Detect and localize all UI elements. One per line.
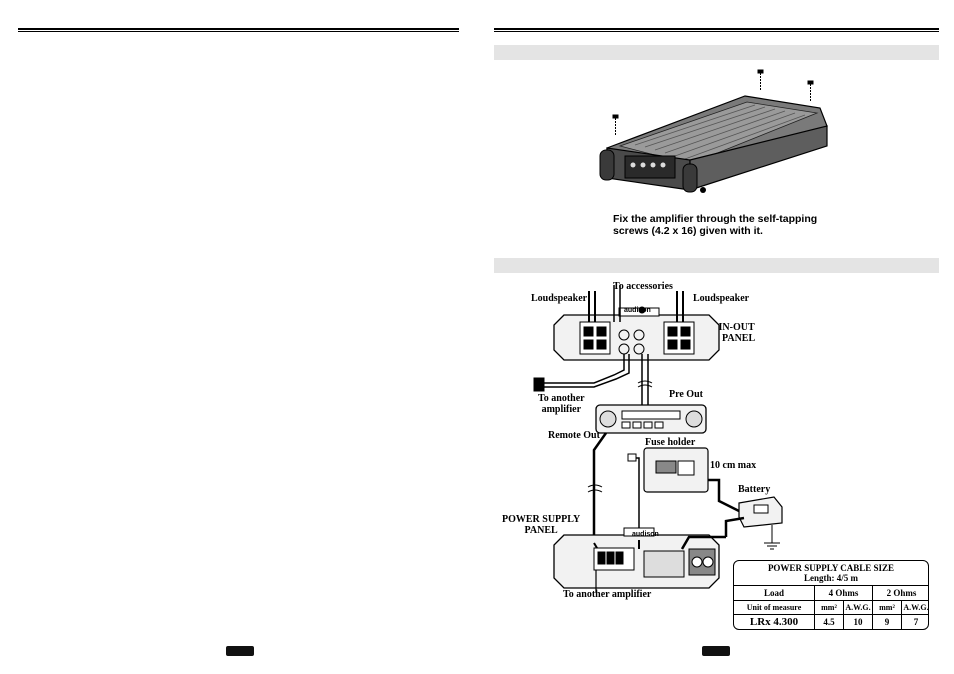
label-fuse-distance: 10 cm max [710, 460, 757, 471]
label-loudspeaker-right: Loudspeaker [693, 293, 750, 304]
table-row: Load 4 Ohms 2 Ohms [734, 585, 928, 600]
install-caption-line1: Fix the amplifier through the self-tappi… [613, 213, 818, 225]
table-title: POWER SUPPLY CABLE SIZE Length: 4/5 m [767, 563, 895, 583]
install-caption-line2: screws (4.2 x 16) given with it. [613, 225, 763, 237]
table-model: LRx 4.300 [749, 616, 799, 628]
wiring-diagram [533, 285, 783, 593]
table-unit-awg-4: A.W.G. [843, 601, 872, 614]
table-unit-label: Unit of measure [746, 603, 802, 612]
label-loudspeaker-left: Loudspeaker [531, 293, 588, 304]
label-fuse-holder: Fuse holder [645, 437, 696, 448]
table-val-awg-2: 7 [901, 615, 928, 629]
left-page-tab [226, 646, 254, 656]
install-caption: Fix the amplifier through the self-tappi… [613, 213, 817, 237]
table-unit-mm-4: mm² [814, 601, 843, 614]
label-remote-out: Remote Out [548, 430, 600, 441]
label-pre-out: Pre Out [669, 389, 703, 400]
right-page-tab [702, 646, 730, 656]
label-power-supply-panel: POWER SUPPLY PANEL [502, 514, 581, 536]
table-unit-awg-2: A.W.G. [901, 601, 928, 614]
table-header-load: Load [763, 588, 784, 598]
power-supply-cable-table: POWER SUPPLY CABLE SIZE Length: 4/5 m Lo… [733, 560, 929, 630]
label-to-another-amplifier-bottom: To another amplifier [563, 589, 652, 600]
amplifier-install-illustration [599, 69, 828, 193]
table-row: LRx 4.300 4.5 10 9 7 [734, 614, 928, 629]
section-bar-connections [494, 258, 939, 273]
table-val-awg-4: 10 [843, 615, 872, 629]
label-to-accessories: To accessories [613, 281, 673, 292]
right-top-rule [494, 28, 939, 32]
table-unit-mm-2: mm² [872, 601, 901, 614]
section-bar-installation [494, 45, 939, 60]
left-top-rule [18, 28, 459, 32]
label-audison-bottom: audison [632, 531, 659, 538]
label-in-out-panel: IN-OUT PANEL [718, 322, 756, 344]
table-row: Unit of measure mm² A.W.G. mm² A.W.G. [734, 600, 928, 614]
screw-icon [612, 69, 814, 136]
table-header-4ohm: 4 Ohms [814, 586, 872, 600]
table-val-mm-4: 4.5 [814, 615, 843, 629]
label-battery: Battery [738, 484, 771, 495]
label-to-another-amplifier: To another amplifier [538, 393, 585, 415]
table-header-2ohm: 2 Ohms [872, 586, 928, 600]
label-audison-top: audison [624, 307, 651, 314]
table-val-mm-2: 9 [872, 615, 901, 629]
